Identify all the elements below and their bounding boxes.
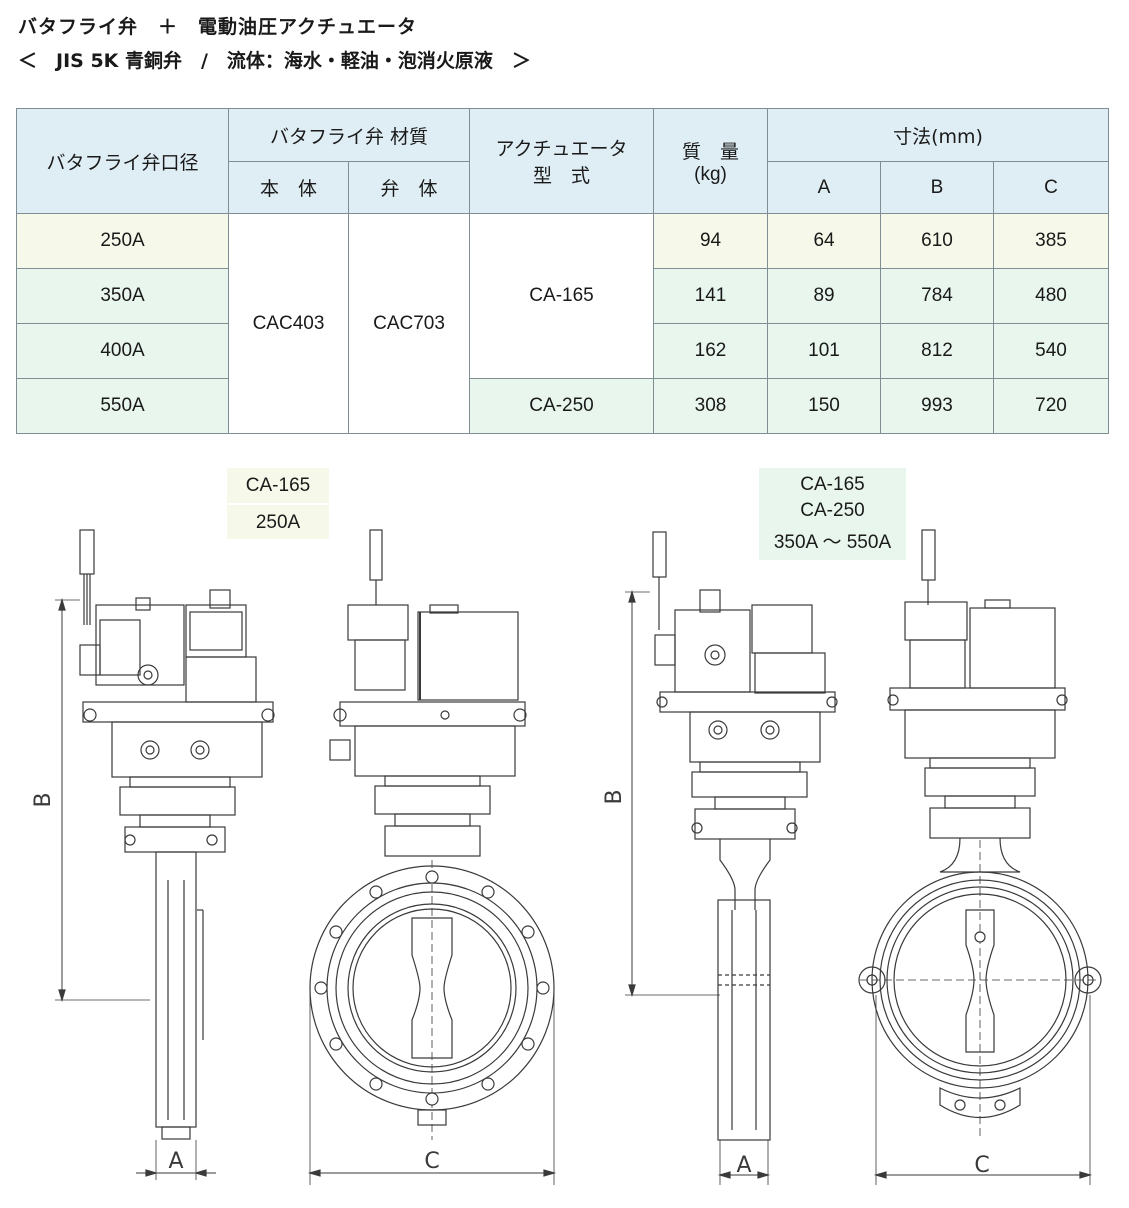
cell-b: 784 bbox=[880, 268, 995, 324]
dim-label-b-right: B bbox=[602, 789, 627, 804]
cell-body-material: CAC403 bbox=[228, 213, 349, 434]
header-actuator-line1: アクチュエータ bbox=[495, 138, 628, 160]
right-model-label-1: CA-165 bbox=[800, 474, 865, 495]
cell-c: 540 bbox=[993, 323, 1110, 379]
left-drawing-label: CA-165 250A bbox=[227, 468, 329, 539]
cell-a: 89 bbox=[767, 268, 882, 324]
dim-label-c-right: C bbox=[974, 1153, 989, 1178]
right-drawing-label: CA-165 CA-250 350A ～ 550A bbox=[759, 468, 906, 560]
cell-disc-material: CAC703 bbox=[347, 213, 471, 434]
header-material: バタフライ弁 材質 bbox=[227, 108, 471, 162]
header-actuator-line2: 型 式 bbox=[533, 165, 591, 187]
right-model-label-2: CA-250 bbox=[800, 500, 865, 521]
cell-mass: 162 bbox=[653, 323, 769, 379]
left-size-label: 250A bbox=[227, 503, 329, 540]
dim-label-c-left: C bbox=[424, 1149, 439, 1174]
header-a: A bbox=[767, 161, 882, 214]
header-actuator: アクチュエータ 型 式 bbox=[469, 108, 655, 214]
cell-a: 101 bbox=[767, 323, 882, 379]
drawing-350a-side-view bbox=[625, 531, 838, 1185]
dim-label-a-right: A bbox=[736, 1153, 751, 1178]
header-dims: 寸法(mm) bbox=[767, 108, 1110, 162]
cell-size: 550A bbox=[16, 378, 229, 434]
spec-table: バタフライ弁口径 バタフライ弁 材質 アクチュエータ 型 式 質 量 (kg) … bbox=[16, 108, 1110, 434]
cell-c: 385 bbox=[993, 213, 1110, 269]
header-mass: 質 量 (kg) bbox=[653, 108, 769, 214]
cell-size: 400A bbox=[16, 323, 229, 379]
dim-label-a-left: A bbox=[168, 1149, 183, 1174]
cell-a: 64 bbox=[767, 213, 882, 269]
right-size-label: 350A ～ 550A bbox=[773, 532, 892, 553]
header-size: バタフライ弁口径 bbox=[16, 108, 229, 214]
table-row: 550A CA-250 308 150 993 720 bbox=[16, 378, 1110, 434]
drawing-350a-front-view bbox=[858, 529, 1102, 1185]
cell-a: 150 bbox=[767, 378, 882, 434]
cell-b: 993 bbox=[880, 378, 995, 434]
title-line-2: ＜ JIS 5K 青銅弁 / 流体：海水・軽油・泡消火原液 ＞ bbox=[18, 50, 531, 72]
drawing-250a-side-view bbox=[55, 529, 275, 1180]
left-model-label: CA-165 bbox=[245, 475, 311, 496]
header-mass-line1: 質 量 bbox=[682, 140, 740, 163]
header-body: 本 体 bbox=[228, 161, 349, 214]
header-b: B bbox=[880, 161, 995, 214]
header-disc: 弁 体 bbox=[347, 161, 471, 214]
title-line-1: バタフライ弁 ＋ 電動油圧アクチュエータ bbox=[18, 16, 418, 38]
cell-c: 480 bbox=[993, 268, 1110, 324]
cell-actuator-large: CA-250 bbox=[469, 378, 655, 434]
cell-size: 350A bbox=[16, 268, 229, 324]
header-c: C bbox=[993, 161, 1110, 214]
cell-mass: 308 bbox=[653, 378, 769, 434]
cell-mass: 94 bbox=[653, 213, 769, 269]
header-mass-line2: (kg) bbox=[694, 163, 727, 185]
cell-b: 610 bbox=[880, 213, 995, 269]
drawing-250a-front-view bbox=[307, 529, 557, 1185]
cell-c: 720 bbox=[993, 378, 1110, 434]
cell-actuator-small: CA-165 bbox=[469, 213, 655, 379]
table-row: 250A CAC403 CAC703 CA-165 94 64 610 385 bbox=[16, 213, 1110, 434]
cell-size: 250A bbox=[16, 213, 229, 269]
cell-b: 812 bbox=[880, 323, 995, 379]
cell-mass: 141 bbox=[653, 268, 769, 324]
dim-label-b-left: B bbox=[31, 792, 56, 807]
valve-drawings: B A C B A C bbox=[31, 529, 1102, 1185]
